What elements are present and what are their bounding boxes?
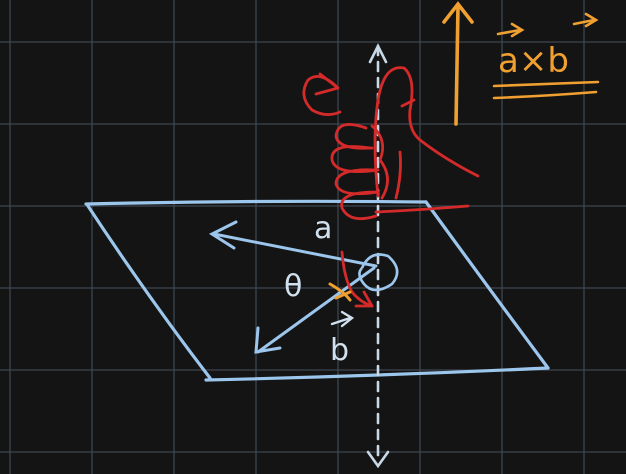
right-hand bbox=[302, 66, 480, 308]
palm-edge bbox=[394, 150, 402, 200]
thumb-inner bbox=[400, 98, 416, 108]
finger-4 bbox=[340, 190, 378, 221]
result-over-arrow-b bbox=[572, 12, 599, 28]
vector-b bbox=[254, 266, 376, 354]
curl-arrow bbox=[302, 75, 342, 116]
angle-loop bbox=[358, 253, 399, 292]
vector-a-arrowhead bbox=[208, 220, 238, 250]
result-underline-2 bbox=[492, 90, 598, 100]
finger-back bbox=[370, 124, 389, 200]
finger-2 bbox=[330, 145, 380, 174]
curl-arrowhead bbox=[314, 72, 340, 96]
result-arrowhead bbox=[442, 1, 474, 24]
thumb bbox=[373, 66, 480, 198]
angle-mark bbox=[328, 282, 352, 302]
result-over-arrow-a bbox=[496, 22, 525, 38]
label-theta: θ bbox=[284, 269, 302, 304]
label-vector-b: b bbox=[330, 333, 349, 368]
result-underline-1 bbox=[492, 80, 600, 88]
vector-b-arrowhead bbox=[254, 326, 282, 354]
axis-down-arrowhead bbox=[366, 450, 390, 469]
wrist bbox=[374, 204, 470, 214]
result-text: a×b bbox=[498, 41, 569, 81]
plane-right-edge bbox=[424, 200, 550, 370]
rotation-arrow bbox=[340, 250, 374, 308]
finger-1 bbox=[334, 123, 374, 150]
result-arrow bbox=[442, 1, 474, 126]
axis-up-arrowhead bbox=[368, 43, 388, 64]
rotation-arrowhead bbox=[354, 290, 374, 308]
vector-a bbox=[208, 220, 378, 268]
label-vector-a: a bbox=[314, 211, 332, 246]
over-arrow-b bbox=[330, 310, 355, 328]
result-label bbox=[492, 12, 600, 100]
plane-top-edge bbox=[84, 199, 428, 206]
plane-left-edge bbox=[86, 204, 212, 380]
finger-3 bbox=[334, 168, 380, 196]
